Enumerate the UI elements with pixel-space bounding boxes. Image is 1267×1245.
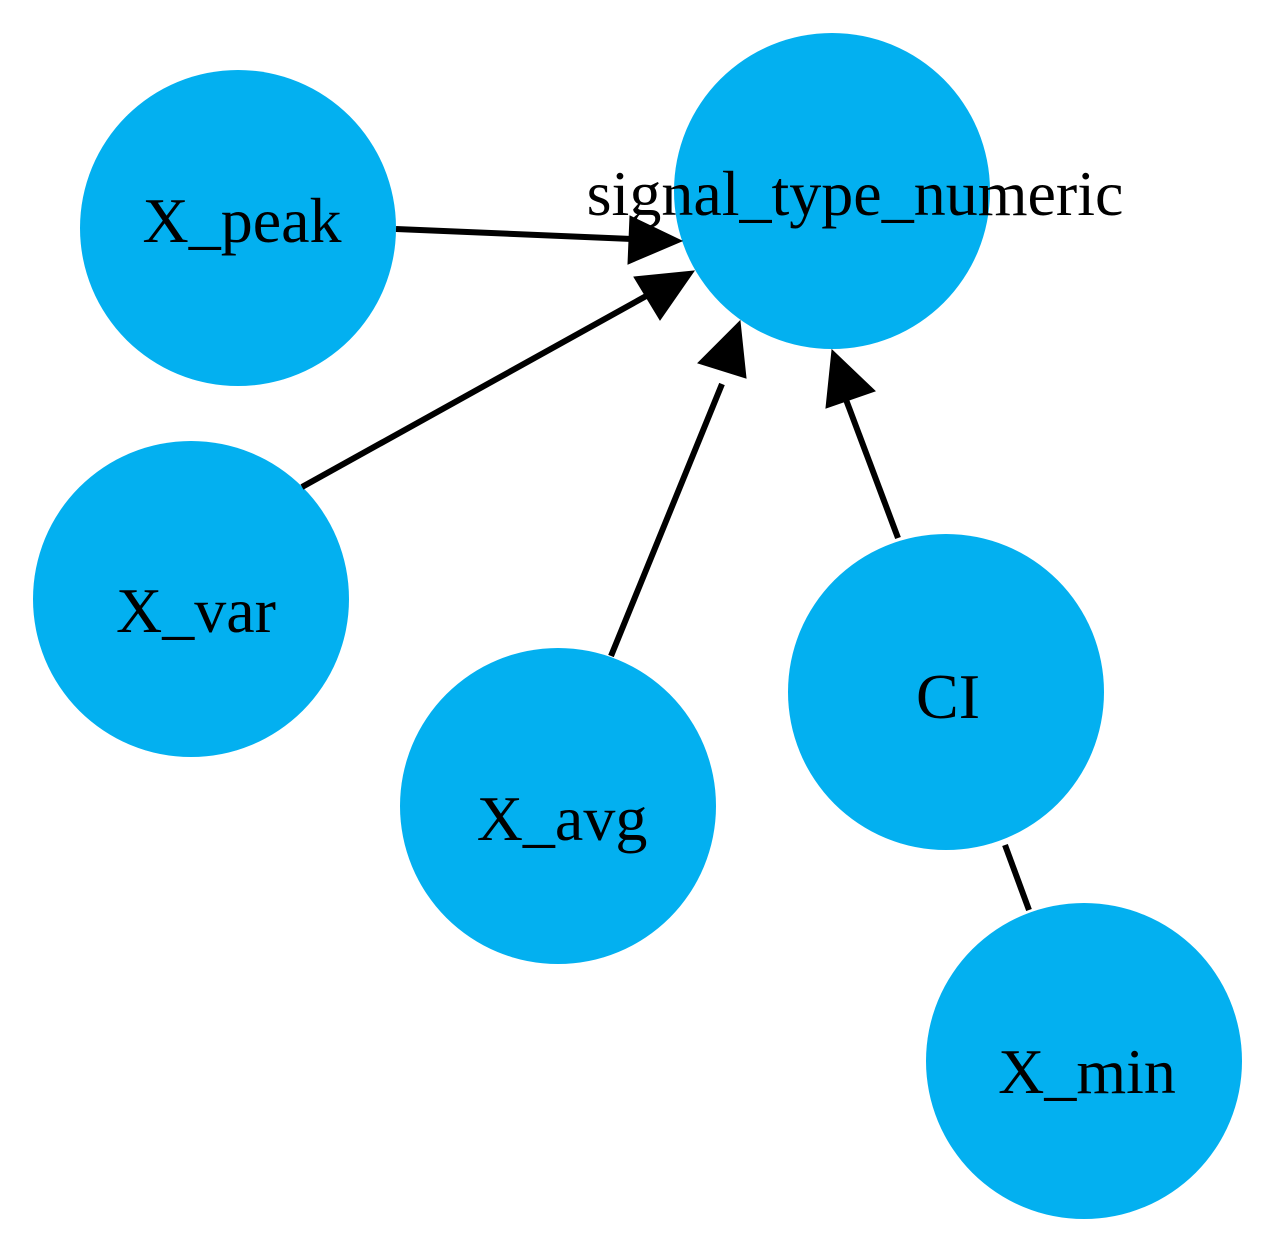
node-x-min <box>926 903 1242 1219</box>
node-x-var <box>33 441 349 757</box>
arrowhead-x-var-to-signal-type-numeric <box>633 270 696 321</box>
node-x-avg <box>400 648 716 964</box>
arrowhead-x-avg-to-signal-type-numeric <box>697 319 747 379</box>
nodes-layer <box>33 33 1242 1219</box>
node-label-x-var: X_var <box>116 575 276 646</box>
node-label-signal-type-numeric: signal_type_numeric <box>587 158 1124 229</box>
edges-layer <box>300 215 1032 912</box>
edge-x-peak-to-signal-type-numeric <box>395 226 633 242</box>
node-label-ci: CI <box>916 661 980 732</box>
node-label-x-min: X_min <box>998 1036 1176 1107</box>
edge-x-min-to-ci <box>1002 843 1032 912</box>
node-x-peak <box>80 70 396 386</box>
node-ci <box>788 534 1104 850</box>
arrowhead-x-peak-to-signal-type-numeric <box>627 215 684 265</box>
edge-x-var-to-signal-type-numeric <box>300 292 650 490</box>
arrowhead-ci-to-signal-type-numeric <box>825 348 876 409</box>
node-signal-type-numeric <box>674 33 990 349</box>
edge-x-avg-to-signal-type-numeric <box>608 382 725 658</box>
node-label-x-avg: X_avg <box>477 783 648 854</box>
edge-ci-to-signal-type-numeric <box>839 387 901 540</box>
node-label-x-peak: X_peak <box>142 185 341 256</box>
